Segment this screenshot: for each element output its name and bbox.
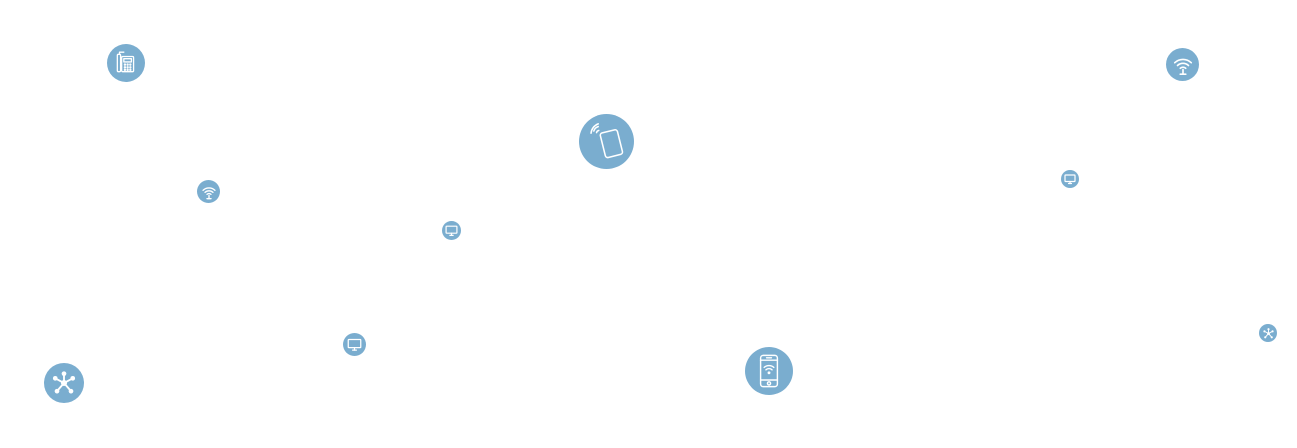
monitor-icon — [442, 221, 461, 240]
wifi-antenna-icon — [1166, 48, 1199, 81]
monitor-icon — [1061, 170, 1079, 188]
network-hub-icon — [44, 363, 84, 403]
wifi-antenna-icon — [197, 180, 220, 203]
contactless-card-icon — [579, 114, 634, 169]
network-hub-icon — [1259, 324, 1277, 342]
smartphone-wifi-icon — [745, 347, 793, 395]
desk-phone-icon — [107, 44, 145, 82]
monitor-icon — [343, 333, 366, 356]
